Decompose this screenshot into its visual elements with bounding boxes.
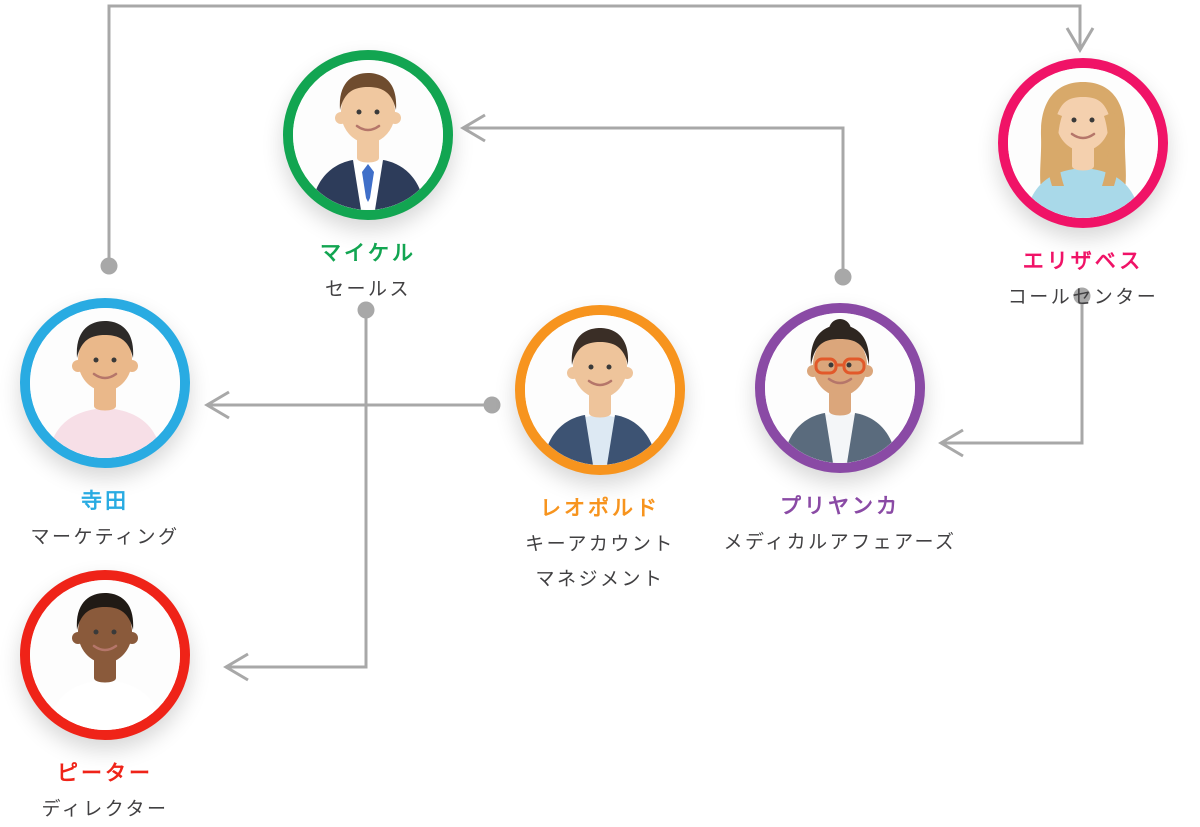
person-card-priyanka: プリヤンカ メディカルアフェアーズ bbox=[700, 303, 980, 560]
connector-origin-dot bbox=[100, 257, 118, 275]
avatar-terada[interactable] bbox=[20, 298, 190, 468]
person-name: ピーター bbox=[57, 761, 153, 785]
person-role: セールス bbox=[228, 272, 508, 307]
avatar-peter[interactable] bbox=[20, 570, 190, 740]
person-role: ディレクター bbox=[0, 792, 245, 827]
connector-priyanka-to-michael bbox=[460, 113, 852, 286]
person-role: キーアカウント マネジメント bbox=[460, 527, 740, 597]
role-line: マーケティング bbox=[30, 526, 180, 548]
role-line: ディレクター bbox=[41, 798, 169, 820]
connector-origin-dot bbox=[357, 301, 375, 319]
arrowhead-icon bbox=[1065, 27, 1095, 53]
role-line: セールス bbox=[324, 278, 411, 300]
avatar-priyanka[interactable] bbox=[755, 303, 925, 473]
connector-michael-to-peter bbox=[223, 301, 375, 682]
arrowhead-icon bbox=[204, 390, 230, 420]
avatar-leopold[interactable] bbox=[515, 305, 685, 475]
arrowhead-icon bbox=[460, 113, 486, 143]
person-name: エリザベス bbox=[1022, 249, 1144, 273]
person-name: 寺田 bbox=[81, 489, 129, 513]
connector-origin-dot bbox=[483, 396, 501, 414]
arrowhead-icon bbox=[938, 428, 964, 458]
role-line: メディカルアフェアーズ bbox=[723, 531, 957, 553]
person-role: メディカルアフェアーズ bbox=[700, 525, 980, 560]
connector-origin-dot bbox=[1073, 287, 1091, 305]
role-line: マネジメント bbox=[535, 568, 665, 590]
person-name: マイケル bbox=[320, 241, 416, 265]
role-line: コールセンター bbox=[1007, 286, 1159, 308]
role-line: キーアカウント bbox=[525, 533, 675, 555]
person-card-peter: ピーター ディレクター bbox=[0, 570, 245, 827]
connector-elizabeth-to-priyanka bbox=[938, 287, 1091, 458]
person-card-leopold: レオポルド キーアカウント マネジメント bbox=[460, 305, 740, 597]
connector-origin-dot bbox=[834, 268, 852, 286]
person-role: マーケティング bbox=[0, 520, 245, 555]
arrowhead-icon bbox=[223, 652, 249, 682]
person-name: プリヤンカ bbox=[780, 494, 900, 518]
person-card-elizabeth: エリザベス コールセンター bbox=[943, 58, 1200, 315]
connector-leopold-to-terada bbox=[204, 390, 501, 420]
person-card-michael: マイケル セールス bbox=[228, 50, 508, 307]
avatar-michael[interactable] bbox=[283, 50, 453, 220]
person-card-terada: 寺田 マーケティング bbox=[0, 298, 245, 555]
person-name: レオポルド bbox=[540, 496, 660, 520]
connector-terada-to-elizabeth bbox=[100, 4, 1095, 275]
avatar-elizabeth[interactable] bbox=[998, 58, 1168, 228]
person-role: コールセンター bbox=[943, 280, 1200, 315]
